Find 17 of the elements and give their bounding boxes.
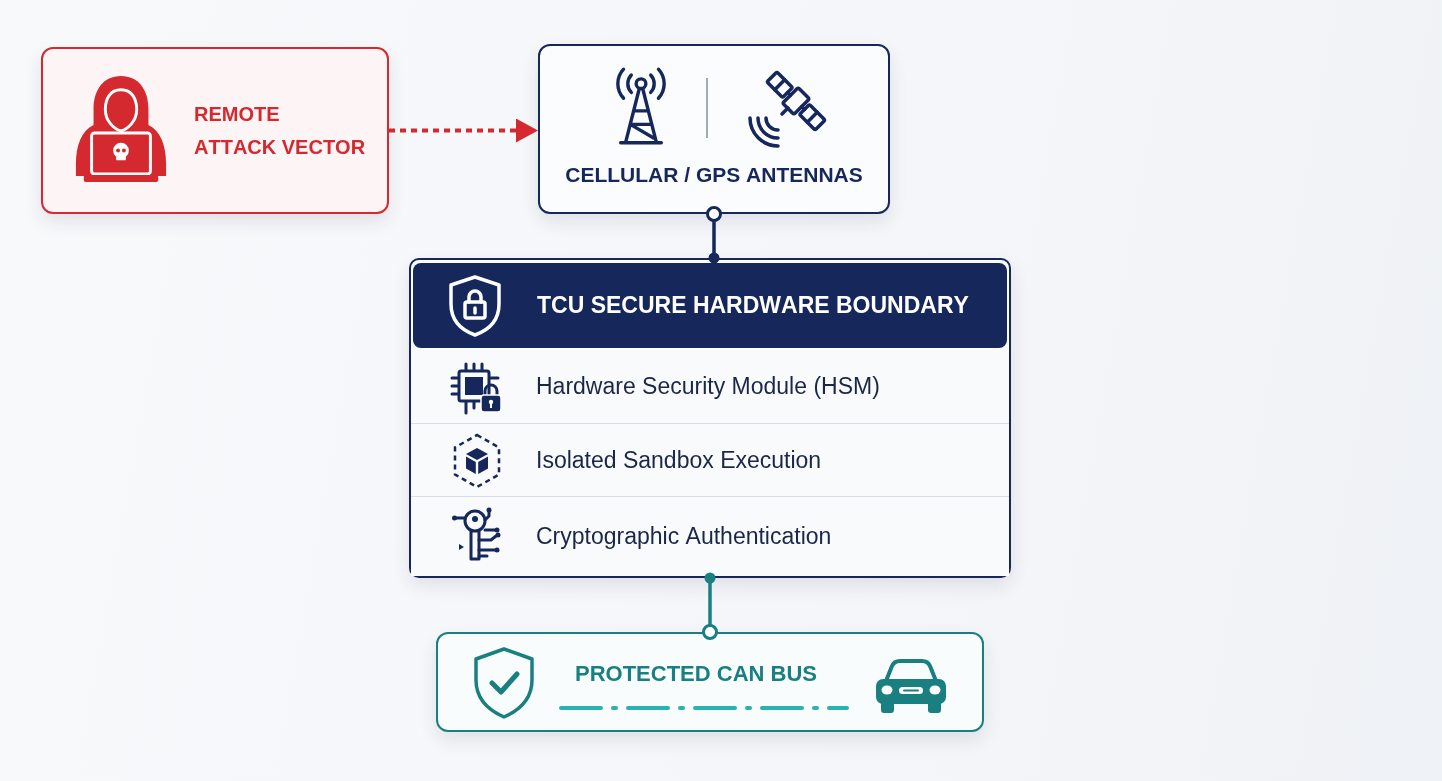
row-label: Hardware Security Module (HSM) <box>536 372 880 401</box>
list-row <box>411 496 1009 576</box>
list-row <box>411 423 1009 496</box>
attack-box <box>41 47 389 214</box>
bus-box <box>436 632 984 732</box>
connector-line <box>706 206 722 264</box>
row-label: Cryptographic Authentication <box>536 522 832 551</box>
connector-line <box>702 572 718 640</box>
box-title: PROTECTED CAN BUS <box>575 660 817 688</box>
arrow <box>389 118 538 143</box>
list-row <box>411 349 1009 423</box>
antenna-box <box>538 44 890 214</box>
box-title: CELLULAR / GPS ANTENNAS <box>564 162 864 188</box>
row-label: Isolated Sandbox Execution <box>536 446 822 475</box>
boundary-panel <box>409 258 1011 578</box>
box-title: REMOTE ATTACK VECTOR <box>194 102 367 160</box>
panel-title: TCU SECURE HARDWARE BOUNDARY <box>537 291 969 320</box>
